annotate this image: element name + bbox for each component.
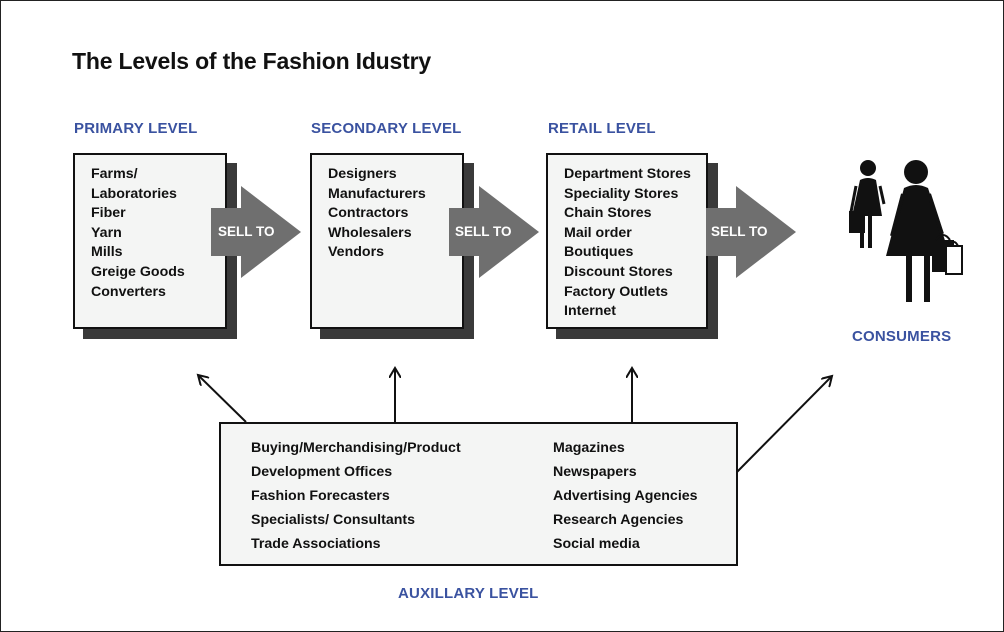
list-item: Farms/ <box>91 166 138 182</box>
list-item: Newspapers <box>553 464 637 480</box>
list-item: Discount Stores <box>564 263 673 280</box>
auxiliary-left-list: Buying/Merchandising/Product Development… <box>251 436 461 556</box>
primary-level-label: PRIMARY LEVEL <box>74 120 198 137</box>
list-item: Magazines <box>553 440 625 456</box>
list-item: Research Agencies <box>553 512 684 528</box>
list-item: Yarn <box>91 224 122 241</box>
diagram-title: The Levels of the Fashion Idustry <box>72 48 431 74</box>
list-item: Mail order <box>564 224 632 241</box>
sell-to-arrow-icon <box>449 186 539 278</box>
secondary-level-list: Designers Manufacturers Contractors Whol… <box>328 165 426 263</box>
pointer-arrow-icon <box>198 375 247 423</box>
primary-level-box: Farms/ Laboratories Fiber Yarn Mills Gre… <box>73 153 227 329</box>
list-item: Designers <box>328 166 397 182</box>
list-item: Specialists/ Consultants <box>251 512 415 528</box>
sell-to-arrow-icon <box>211 186 301 278</box>
list-item: Fiber <box>91 205 126 222</box>
list-item: Boutiques <box>564 244 634 261</box>
auxiliary-right-list: Magazines Newspapers Advertising Agencie… <box>553 436 698 556</box>
list-item: Chain Stores <box>564 205 652 222</box>
sell-to-arrow-icon <box>706 186 796 278</box>
list-item: Converters <box>91 283 166 300</box>
list-item: Department Stores <box>564 166 691 182</box>
consumers-label: CONSUMERS <box>852 328 952 345</box>
list-item: Social media <box>553 536 640 552</box>
list-item: Trade Associations <box>251 536 381 552</box>
sell-to-label: SELL TO <box>218 224 275 239</box>
secondary-level-box: Designers Manufacturers Contractors Whol… <box>310 153 464 329</box>
secondary-level-label: SECONDARY LEVEL <box>311 120 462 137</box>
list-item: Development Offices <box>251 464 393 480</box>
auxiliary-level-box: Buying/Merchandising/Product Development… <box>219 422 738 566</box>
list-item: Manufacturers <box>328 185 426 202</box>
list-item: Buying/Merchandising/Product <box>251 440 461 456</box>
primary-level-list: Farms/ Laboratories Fiber Yarn Mills Gre… <box>91 165 185 302</box>
list-item: Speciality Stores <box>564 185 679 202</box>
consumers-silhouette-icon <box>849 160 963 302</box>
list-item: Contractors <box>328 205 409 222</box>
list-item: Mills <box>91 244 123 261</box>
list-item: Fashion Forecasters <box>251 488 390 504</box>
sell-to-label: SELL TO <box>711 224 768 239</box>
retail-level-label: RETAIL LEVEL <box>548 120 656 137</box>
pointer-arrow-icon <box>733 376 832 476</box>
list-item: Advertising Agencies <box>553 488 698 504</box>
list-item: Wholesalers <box>328 224 412 241</box>
list-item: Greige Goods <box>91 263 185 280</box>
auxiliary-level-label: AUXILLARY LEVEL <box>398 585 539 602</box>
list-item: Internet <box>564 303 617 320</box>
list-item: Laboratories <box>91 185 177 202</box>
retail-level-list: Department Stores Speciality Stores Chai… <box>564 165 691 322</box>
sell-to-label: SELL TO <box>455 224 512 239</box>
list-item: Factory Outlets <box>564 283 669 300</box>
list-item: Vendors <box>328 244 384 261</box>
